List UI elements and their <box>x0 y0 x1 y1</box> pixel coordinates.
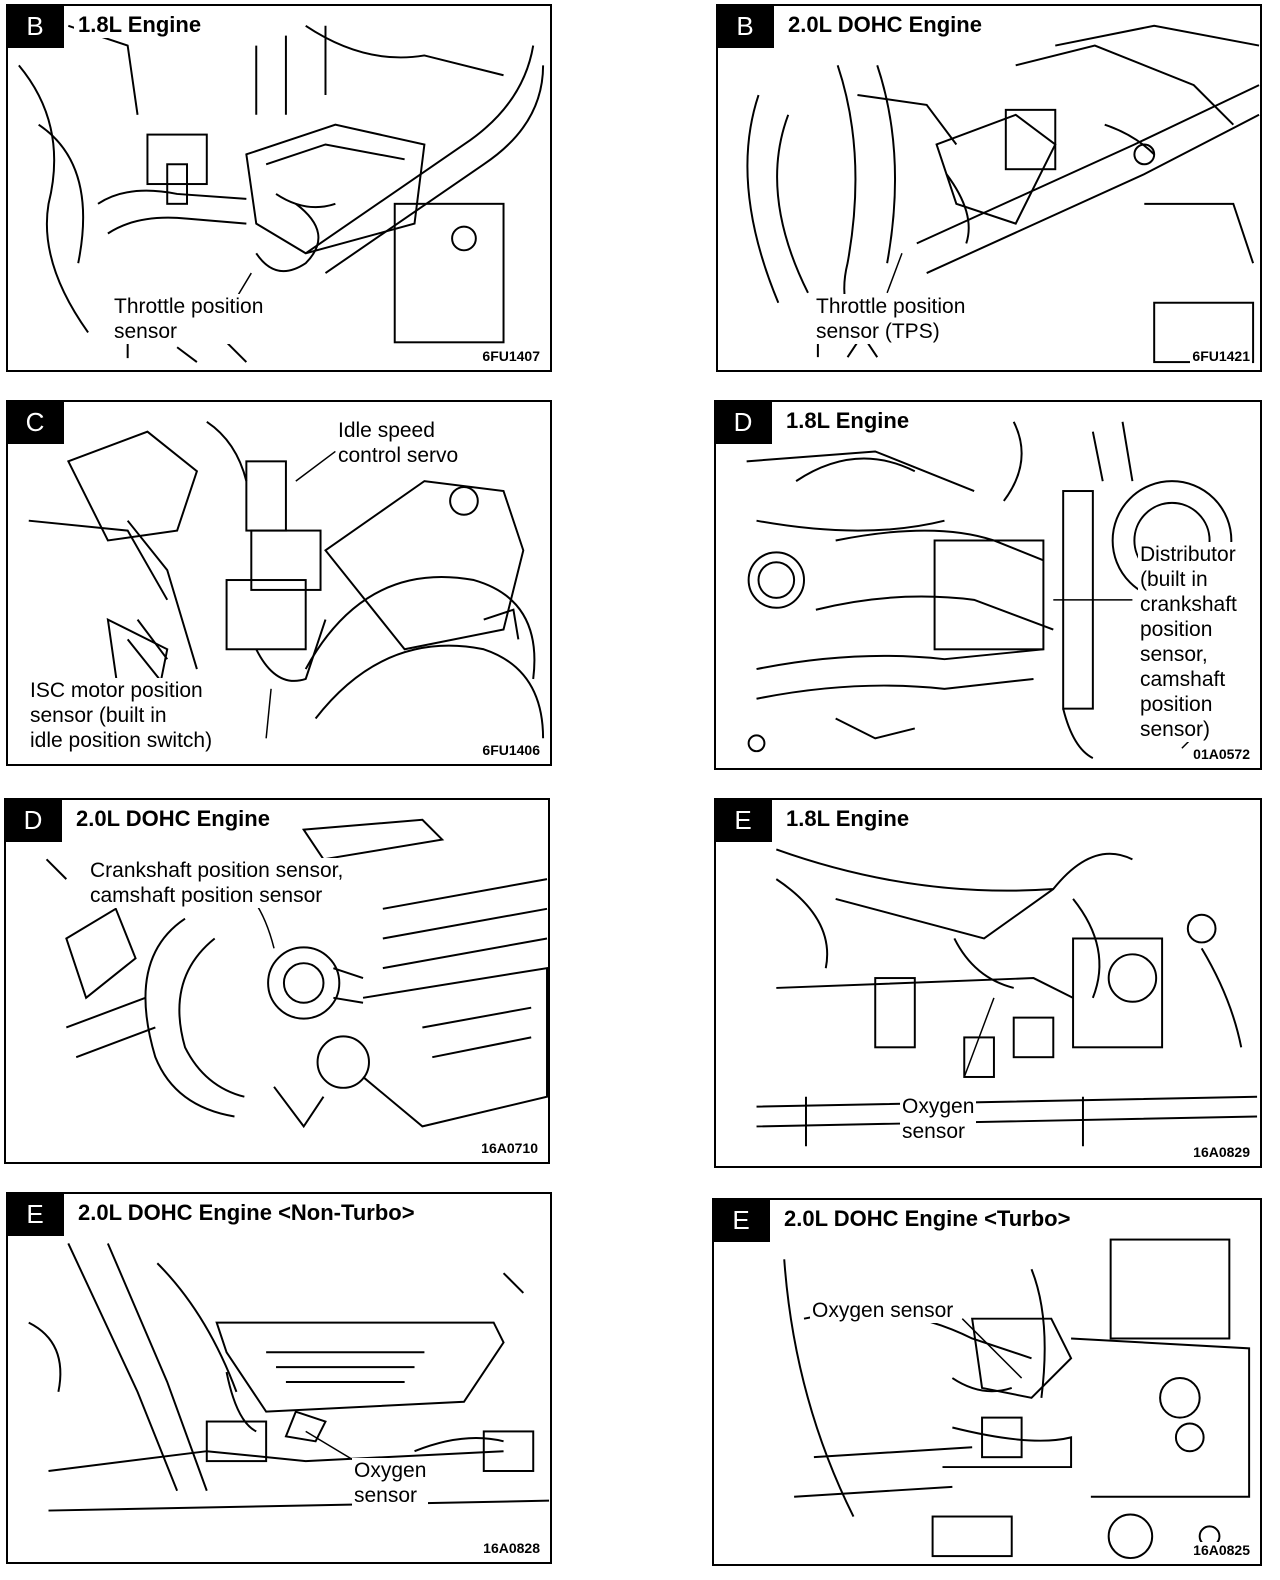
engine-illustration <box>746 421 1233 759</box>
callout-label-isc-motor-sensor: ISC motor position sensor (built in idle… <box>28 678 215 753</box>
callout-label: Throttle position sensor <box>112 294 266 344</box>
engine-illustration <box>18 24 545 363</box>
engine-illustration <box>783 1238 1251 1560</box>
figure-title: 1.8L Engine <box>782 806 914 832</box>
section-badge: B <box>8 6 64 48</box>
figure-title: 2.0L DOHC Engine <box>72 806 274 832</box>
figure-e-2-0l-dohc-turbo: E 2.0L DOHC Engine <Turbo> Oxygen sensor… <box>712 1198 1262 1566</box>
figure-e-2-0l-dohc-non-turbo: E 2.0L DOHC Engine <Non-Turbo> Oxygen se… <box>6 1192 552 1564</box>
figure-b-1-8l: B 1.8L Engine Throttle position sensor 6… <box>6 4 552 372</box>
figure-d-1-8l: D 1.8L Engine Distributor (built in cran… <box>714 400 1262 770</box>
figure-title: 1.8L Engine <box>74 12 206 38</box>
figure-code: 01A0572 <box>1191 746 1252 762</box>
callout-label-isc-servo: Idle speed control servo <box>336 418 461 468</box>
callout-label: Throttle position sensor (TPS) <box>814 294 968 344</box>
callout-label: Distributor (built in crankshaft positio… <box>1138 542 1239 742</box>
figure-code: 16A0710 <box>479 1140 540 1156</box>
section-badge: B <box>718 6 774 48</box>
figure-title: 2.0L DOHC Engine <Turbo> <box>780 1206 1075 1232</box>
callout-label: Crankshaft position sensor, camshaft pos… <box>88 858 346 908</box>
section-badge: C <box>8 402 64 444</box>
section-badge: D <box>6 800 62 842</box>
figure-c-idle-speed-control: C Idle speed control servo ISC motor pos… <box>6 400 552 766</box>
figure-d-2-0l-dohc: D 2.0L DOHC Engine Crankshaft position s… <box>4 798 550 1164</box>
callout-label: Oxygen sensor <box>810 1298 956 1323</box>
engine-illustration <box>28 1243 550 1512</box>
figure-title: 2.0L DOHC Engine <box>784 12 986 38</box>
figure-code: 6FU1406 <box>480 742 542 758</box>
figure-title: 2.0L DOHC Engine <Non-Turbo> <box>74 1200 419 1226</box>
section-badge: E <box>714 1200 770 1242</box>
engine-illustration <box>45 818 548 1129</box>
engine-illustration <box>756 848 1258 1147</box>
section-badge: E <box>716 800 772 842</box>
figure-code: 6FU1421 <box>1190 348 1252 364</box>
section-badge: D <box>716 402 772 444</box>
section-badge: E <box>8 1194 64 1236</box>
engine-illustration <box>746 24 1260 364</box>
figure-e-1-8l: E 1.8L Engine Oxygen sensor 16A0829 <box>714 798 1262 1168</box>
callout-label: Oxygen sensor <box>352 1458 429 1508</box>
figure-b-2-0l-dohc: B 2.0L DOHC Engine Throttle position sen… <box>716 4 1262 372</box>
figure-code: 16A0829 <box>1191 1144 1252 1160</box>
figure-title: 1.8L Engine <box>782 408 914 434</box>
figure-code: 6FU1407 <box>480 348 542 364</box>
figure-code: 16A0828 <box>481 1540 542 1556</box>
callout-label: Oxygen sensor <box>900 1094 977 1144</box>
figure-code: 16A0825 <box>1191 1542 1252 1558</box>
